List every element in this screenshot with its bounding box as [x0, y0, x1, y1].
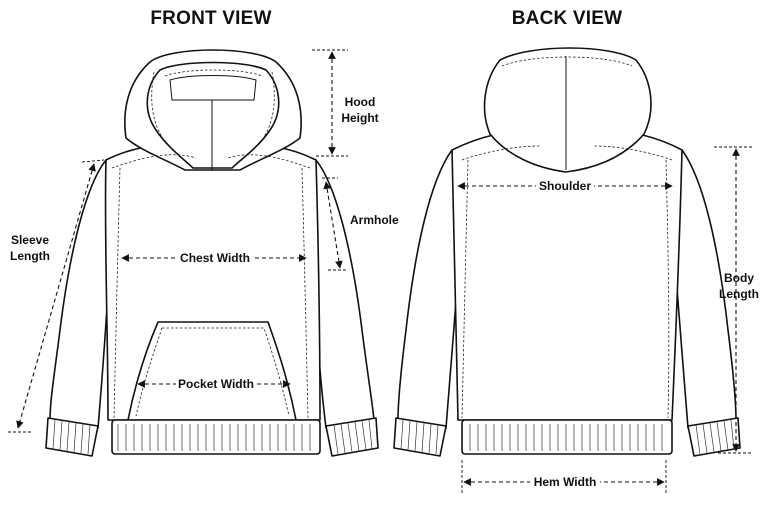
- back-hem-band: [461, 419, 673, 455]
- armhole-label: Armhole: [350, 213, 399, 227]
- back-view-title: BACK VIEW: [511, 8, 623, 29]
- front-hood-opening: [146, 61, 280, 169]
- front-pocket: [127, 321, 297, 421]
- sleeve-length-dimension: [8, 159, 105, 433]
- pocket-width-label: Pocket Width: [178, 377, 254, 391]
- hood-height-label-line1: Hood: [345, 95, 376, 109]
- body-length-dimension: [714, 146, 752, 454]
- back-hood: [483, 47, 652, 173]
- hem-width-label: Hem Width: [534, 475, 597, 489]
- body-length-label-line1: Body: [724, 271, 754, 285]
- armhole-dimension: [322, 177, 346, 271]
- shoulder-label: Shoulder: [539, 179, 591, 193]
- back-hoodie: [393, 47, 741, 457]
- back-right-cuff: [687, 417, 741, 457]
- front-right-cuff: [325, 417, 379, 457]
- back-left-cuff: [393, 417, 447, 457]
- hood-height-label-line2: Height: [341, 111, 378, 125]
- back-left-sleeve: [397, 149, 461, 429]
- back-body: [451, 129, 683, 421]
- front-left-sleeve: [49, 159, 111, 429]
- front-view-title: FRONT VIEW: [150, 8, 272, 29]
- front-right-sleeve: [311, 159, 375, 429]
- front-hem-band: [111, 419, 321, 455]
- sleeve-length-label-line1: Sleeve: [11, 233, 49, 247]
- chest-width-label: Chest Width: [180, 251, 250, 265]
- sleeve-length-label-line2: Length: [10, 249, 50, 263]
- body-length-label-line2: Length: [719, 287, 759, 301]
- hood-height-dimension: [312, 49, 348, 157]
